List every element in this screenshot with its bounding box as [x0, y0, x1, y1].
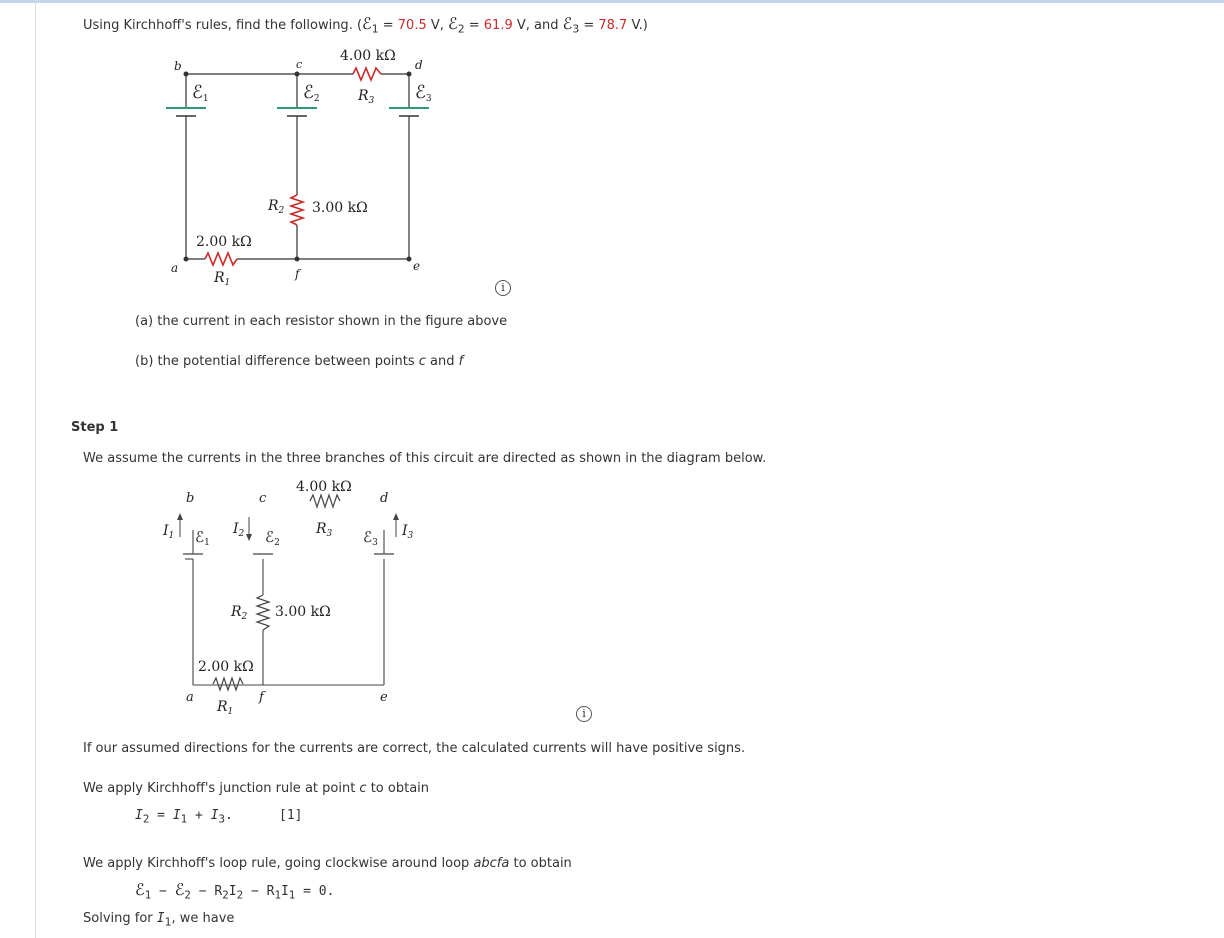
emf2-value: 61.9 [483, 18, 513, 33]
fig2-label-b: b [186, 491, 194, 506]
emf1-value: 70.5 [397, 18, 427, 33]
circuit-figure-2: b c d a f e 4.00 kΩ R3 3.00 kΩ R2 2.00 k… [162, 479, 414, 717]
fig2-label-f: f [258, 690, 266, 705]
fig2-label-d: d [380, 491, 388, 506]
positive-sign-text: If our assumed directions for the curren… [83, 741, 746, 756]
label-c: c [296, 58, 302, 71]
fig2-e3-label: ℰ3 [363, 528, 378, 548]
node-f [294, 256, 300, 262]
emf2-unit: V, and [512, 18, 563, 33]
arrow-i3 [393, 513, 399, 537]
equation-1: I2 = I1 + I3. [135, 808, 233, 826]
arrow-i1 [177, 513, 183, 537]
intro-text: Using Kirchhoff's rules, find the follow… [83, 18, 363, 33]
arrow-i2 [246, 517, 252, 541]
r3-label: R3 [357, 88, 375, 106]
r1-value: 2.00 kΩ [196, 234, 252, 250]
problem-statement: Using Kirchhoff's rules, find the follow… [83, 14, 648, 36]
emf1-eq: = [378, 18, 398, 33]
emf1-sub: 1 [371, 22, 379, 36]
label-e: e [413, 259, 420, 273]
battery-e3 [389, 107, 429, 117]
r2-label: R2 [267, 198, 285, 216]
emf3-sub: 3 [572, 22, 580, 36]
fig2-r1-value: 2.00 kΩ [198, 659, 254, 675]
label-d: d [415, 58, 423, 72]
resistor-r1 [204, 250, 238, 268]
e2-label: ℰ2 [303, 82, 320, 104]
top-border [0, 0, 1224, 3]
resistor-r1-fig2 [212, 676, 244, 692]
e3-label: ℰ3 [415, 82, 432, 104]
fig2-r3-value: 4.00 kΩ [296, 479, 352, 495]
solving-text: Solving for I1, we have [83, 911, 235, 929]
fig2-i3-label: I3 [401, 523, 414, 541]
fig2-r2-label: R2 [230, 604, 248, 622]
r1-label: R1 [213, 270, 230, 288]
e1-label: ℰ1 [192, 82, 209, 104]
part-a-text: (a) the current in each resistor shown i… [135, 314, 508, 329]
resistor-r3 [352, 65, 382, 83]
info-icon-2[interactable]: i [576, 706, 592, 722]
emf3-unit: V.) [627, 18, 648, 33]
fig2-e1-label: ℰ1 [195, 528, 210, 548]
fig2-i2-label: I2 [232, 521, 245, 539]
label-f: f [294, 267, 302, 281]
emf2-sub: 2 [457, 22, 465, 36]
part-b-text: (b) the potential difference between poi… [135, 354, 464, 369]
circuit-figure-1: b c d a f e 4.00 kΩ R3 3.00 kΩ R2 2.00 k… [166, 48, 432, 288]
r3-value: 4.00 kΩ [340, 48, 396, 64]
node-c [294, 71, 300, 77]
fig2-i1-label: I1 [162, 523, 174, 541]
emf2-symbol: ℰ [448, 14, 458, 33]
fig2-label-c: c [259, 491, 267, 506]
emf3-value: 78.7 [598, 18, 628, 33]
r2-value: 3.00 kΩ [312, 200, 368, 216]
node-b [183, 71, 189, 77]
resistor-r2-fig2 [255, 594, 271, 631]
fig2-r3-label: R3 [315, 521, 333, 539]
node-a [183, 256, 189, 262]
equation-2: ℰ1 − ℰ2 − R2I2 − R1I1 = 0. [135, 880, 335, 902]
junction-text: We apply Kirchhoff's junction rule at po… [83, 781, 430, 796]
fig2-e2-label: ℰ2 [265, 528, 280, 548]
fig2-r1-label: R1 [216, 699, 233, 717]
battery-e1 [166, 107, 206, 117]
fig2-label-e: e [380, 690, 388, 705]
fig2-r2-value: 3.00 kΩ [275, 604, 331, 620]
emf2-eq: = [464, 18, 484, 33]
left-rule [35, 0, 36, 938]
label-b: b [174, 59, 182, 73]
step-title: Step 1 [71, 420, 119, 435]
resistor-r3-fig2 [309, 493, 341, 509]
loop-text: We apply Kirchhoff's loop rule, going cl… [83, 856, 572, 871]
node-e [406, 256, 412, 262]
emf1-unit: V, [426, 18, 449, 33]
emf3-symbol: ℰ [562, 14, 573, 33]
label-a: a [171, 261, 178, 275]
battery-e2 [277, 107, 317, 117]
fig2-label-a: a [186, 690, 194, 705]
equation-1-ref: [1] [279, 808, 303, 823]
node-d [406, 71, 412, 77]
emf1-symbol: ℰ [362, 14, 372, 33]
resistor-r2 [288, 194, 306, 226]
assume-text: We assume the currents in the three bran… [83, 451, 767, 466]
info-icon[interactable]: i [495, 280, 511, 296]
emf3-eq: = [579, 18, 599, 33]
